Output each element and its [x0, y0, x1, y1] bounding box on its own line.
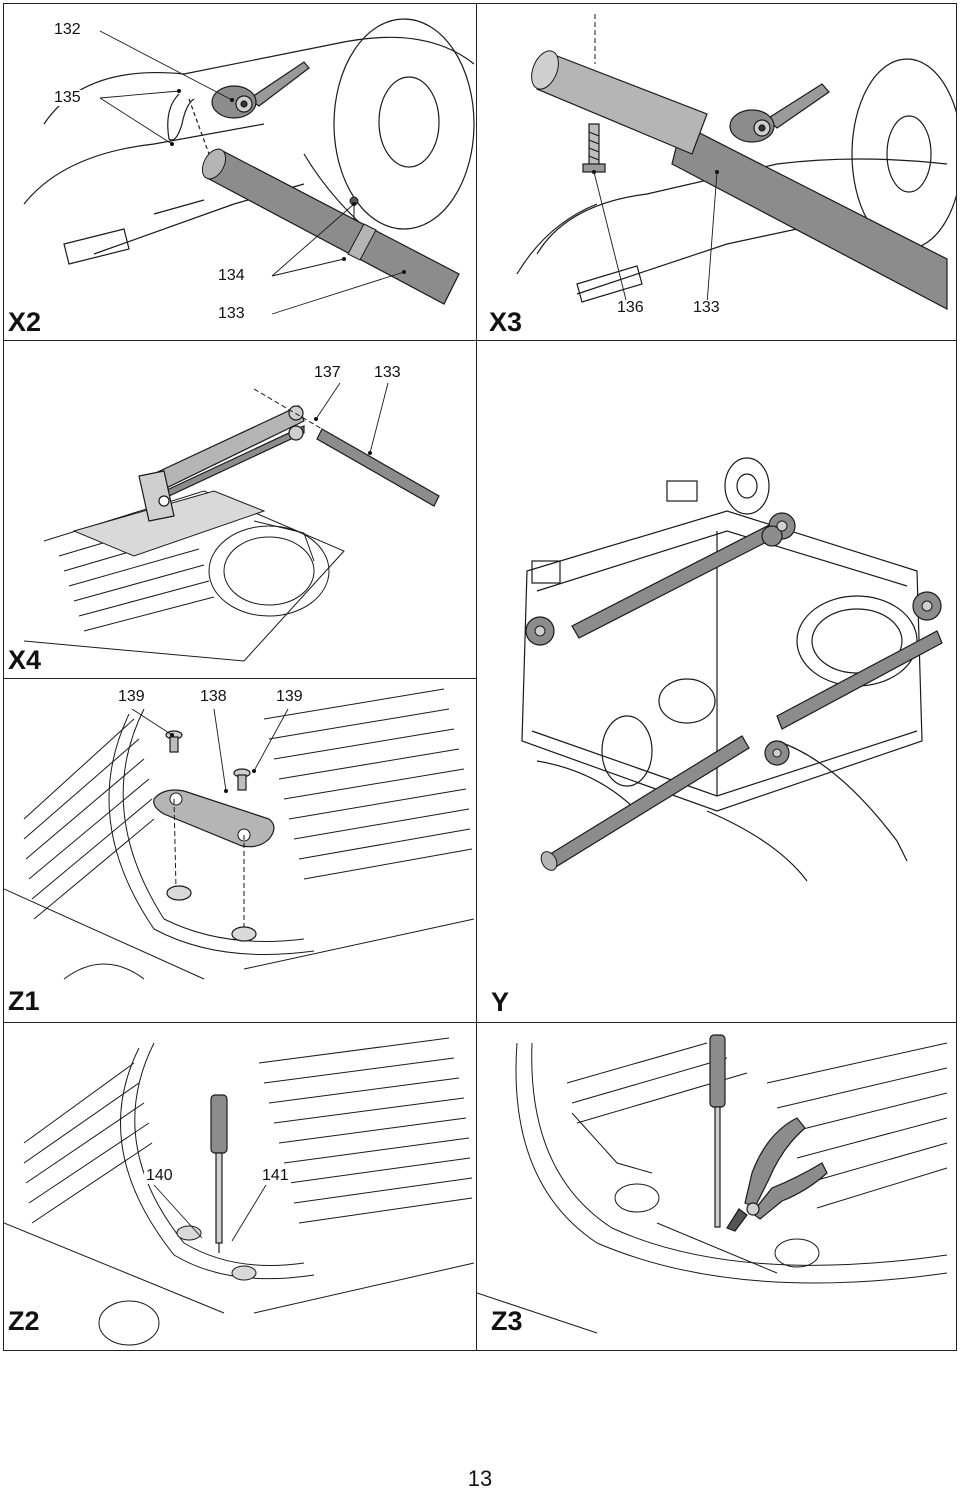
divider-row2-left	[3, 678, 477, 679]
screwdriver-icon	[709, 1034, 726, 1228]
panel-x4: 137 133 X4	[4, 341, 476, 678]
panel-x3: 136 133 X3	[477, 4, 956, 340]
screwdriver-icon	[210, 1094, 228, 1253]
page-frame	[3, 3, 957, 1351]
callout-133: 133	[691, 299, 722, 316]
panel-label-x4: X4	[8, 645, 42, 675]
callout-139-left: 139	[116, 688, 147, 705]
panel-y: Y	[477, 341, 956, 1022]
callout-132: 132	[52, 21, 83, 38]
panel-label-z3: Z3	[491, 1306, 523, 1336]
callout-136: 136	[615, 299, 646, 316]
panel-z2: 140 141 Z2	[4, 1023, 476, 1350]
callout-133: 133	[216, 305, 247, 322]
y-illustration	[521, 457, 943, 882]
panel-label-z2: Z2	[8, 1306, 40, 1336]
panel-z1: 139 138 139 Z1	[4, 679, 476, 1022]
panel-label-y: Y	[491, 987, 510, 1017]
divider-vertical	[476, 3, 477, 1351]
callout-134: 134	[216, 267, 247, 284]
z3-illustration	[477, 1034, 948, 1334]
panel-label-x3: X3	[489, 307, 523, 337]
divider-row1	[3, 340, 957, 341]
x4-illustration	[23, 382, 440, 662]
z2-illustration	[4, 1037, 475, 1346]
callout-139-right: 139	[274, 688, 305, 705]
panel-z3: Z3	[477, 1023, 956, 1350]
panel-label-z1: Z1	[8, 986, 40, 1016]
panel-x2: 132 135 134 133 X2	[4, 4, 476, 340]
page-number: 13	[467, 1466, 493, 1491]
callout-137: 137	[312, 364, 343, 381]
divider-row3	[3, 1022, 957, 1023]
pliers-icon	[726, 1117, 828, 1232]
z1-illustration	[4, 688, 475, 980]
x2-illustration	[23, 18, 475, 315]
callout-141: 141	[260, 1167, 291, 1184]
panel-label-x2: X2	[8, 307, 42, 337]
callout-138: 138	[198, 688, 229, 705]
callout-133: 133	[372, 364, 403, 381]
x3-illustration	[516, 14, 956, 310]
callout-135: 135	[52, 89, 83, 106]
callout-140: 140	[144, 1167, 175, 1184]
